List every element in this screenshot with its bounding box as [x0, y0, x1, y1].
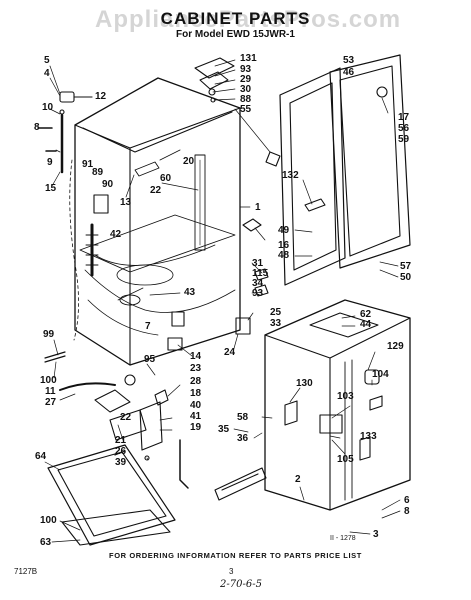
callout[interactable]: 93	[240, 64, 252, 75]
callout[interactable]: 3	[373, 529, 379, 540]
inner-liner	[264, 299, 411, 511]
callout[interactable]: 56	[398, 123, 410, 134]
callout[interactable]: 22	[120, 412, 132, 423]
callout[interactable]: 17	[398, 112, 410, 123]
callout[interactable]: 8	[34, 122, 40, 133]
callout[interactable]: 29	[240, 74, 252, 85]
callout[interactable]: 91	[82, 159, 94, 170]
cabinet-shell	[69, 77, 241, 366]
callout[interactable]: 35	[218, 424, 230, 435]
page-number-left: 7127B	[14, 567, 38, 576]
model-subtitle: For Model EWD 15JWR-1	[176, 29, 295, 40]
callout[interactable]: 50	[400, 272, 412, 283]
door-gaskets	[279, 54, 411, 286]
callout[interactable]: 99	[43, 329, 55, 340]
handwritten-note: 2-70-6-5	[220, 579, 262, 590]
callout[interactable]: 19	[190, 422, 202, 433]
callout[interactable]: 49	[278, 225, 290, 236]
callout[interactable]: 8	[404, 506, 410, 517]
callout[interactable]: 43	[184, 287, 196, 298]
left-hardware	[44, 351, 189, 489]
callout[interactable]: 93	[252, 288, 264, 299]
callout[interactable]: 16	[278, 240, 290, 251]
callout[interactable]: 30	[240, 84, 252, 95]
callout[interactable]: 48	[278, 250, 290, 261]
callout[interactable]: 21	[115, 435, 127, 446]
callout[interactable]: 42	[110, 229, 122, 240]
watermark: AppliancePartsPros.com	[95, 6, 402, 33]
drawing-code: II - 1278	[330, 535, 356, 542]
callout[interactable]: 9	[47, 157, 53, 168]
drip-pan	[47, 444, 176, 546]
callout[interactable]: 55	[240, 104, 252, 115]
callout[interactable]: 131	[240, 53, 257, 64]
callout[interactable]: 100	[40, 515, 57, 526]
callout[interactable]: 15	[45, 183, 57, 194]
callout[interactable]: 95	[144, 354, 156, 365]
callout[interactable]: 1	[255, 202, 261, 213]
leader-lines	[43, 59, 401, 543]
callout[interactable]: 11	[45, 386, 56, 397]
callout[interactable]: 89	[92, 167, 104, 178]
callout[interactable]: 12	[95, 91, 107, 102]
callout[interactable]: 129	[387, 341, 404, 352]
callout[interactable]: 40	[190, 400, 202, 411]
callout[interactable]: 41	[190, 411, 202, 422]
callout[interactable]: 14	[190, 351, 202, 362]
top-hinge-assembly	[194, 57, 235, 103]
callout[interactable]: 88	[240, 94, 252, 105]
callout[interactable]: 58	[237, 412, 249, 423]
callout[interactable]: 34	[252, 278, 264, 289]
callout[interactable]: 60	[160, 173, 172, 184]
callout[interactable]: 100	[40, 375, 57, 386]
small-parts	[93, 86, 388, 351]
callout[interactable]: 10	[42, 102, 54, 113]
shelf-rail	[214, 467, 267, 501]
callout[interactable]: 133	[360, 431, 377, 442]
callout[interactable]: 36	[237, 433, 249, 444]
callout[interactable]: 132	[282, 170, 299, 181]
callout[interactable]: 44	[360, 319, 372, 330]
ordering-note: FOR ORDERING INFORMATION REFER TO PARTS …	[109, 551, 362, 560]
callout[interactable]: 57	[400, 261, 412, 272]
callout[interactable]: 59	[398, 134, 410, 145]
callout[interactable]: 64	[35, 451, 47, 462]
callout[interactable]: 4	[44, 68, 50, 79]
callout[interactable]: 27	[45, 397, 57, 408]
callout[interactable]: 20	[183, 156, 195, 167]
callout[interactable]: 7	[145, 321, 151, 332]
callout[interactable]: 2	[295, 474, 301, 485]
callout[interactable]: 23	[190, 363, 202, 374]
callout[interactable]: 22	[150, 185, 162, 196]
callout[interactable]: 46	[343, 67, 355, 78]
callout[interactable]: 18	[190, 388, 202, 399]
callout[interactable]: 53	[343, 55, 355, 66]
callout[interactable]: 13	[120, 197, 132, 208]
callout[interactable]: 115	[252, 268, 269, 279]
callout[interactable]: 103	[337, 391, 354, 402]
callout[interactable]: 62	[360, 309, 372, 320]
callout[interactable]: 26	[115, 446, 127, 457]
callout[interactable]: 31	[252, 258, 264, 269]
page-number-center: 3	[229, 567, 234, 576]
callout[interactable]: 6	[404, 495, 410, 506]
callout[interactable]: 105	[337, 454, 354, 465]
callout[interactable]: 5	[44, 55, 50, 66]
callout[interactable]: 63	[40, 537, 52, 548]
callout[interactable]: 24	[224, 347, 236, 358]
callout[interactable]: 33	[270, 318, 282, 329]
callout[interactable]: 39	[115, 457, 127, 468]
callout[interactable]: 25	[270, 307, 282, 318]
callout[interactable]: 90	[102, 179, 114, 190]
diagram-title: CABINET PARTS	[160, 9, 311, 28]
callout[interactable]: 104	[372, 369, 389, 380]
callout[interactable]: 130	[296, 378, 313, 389]
callout[interactable]: 28	[190, 376, 202, 387]
